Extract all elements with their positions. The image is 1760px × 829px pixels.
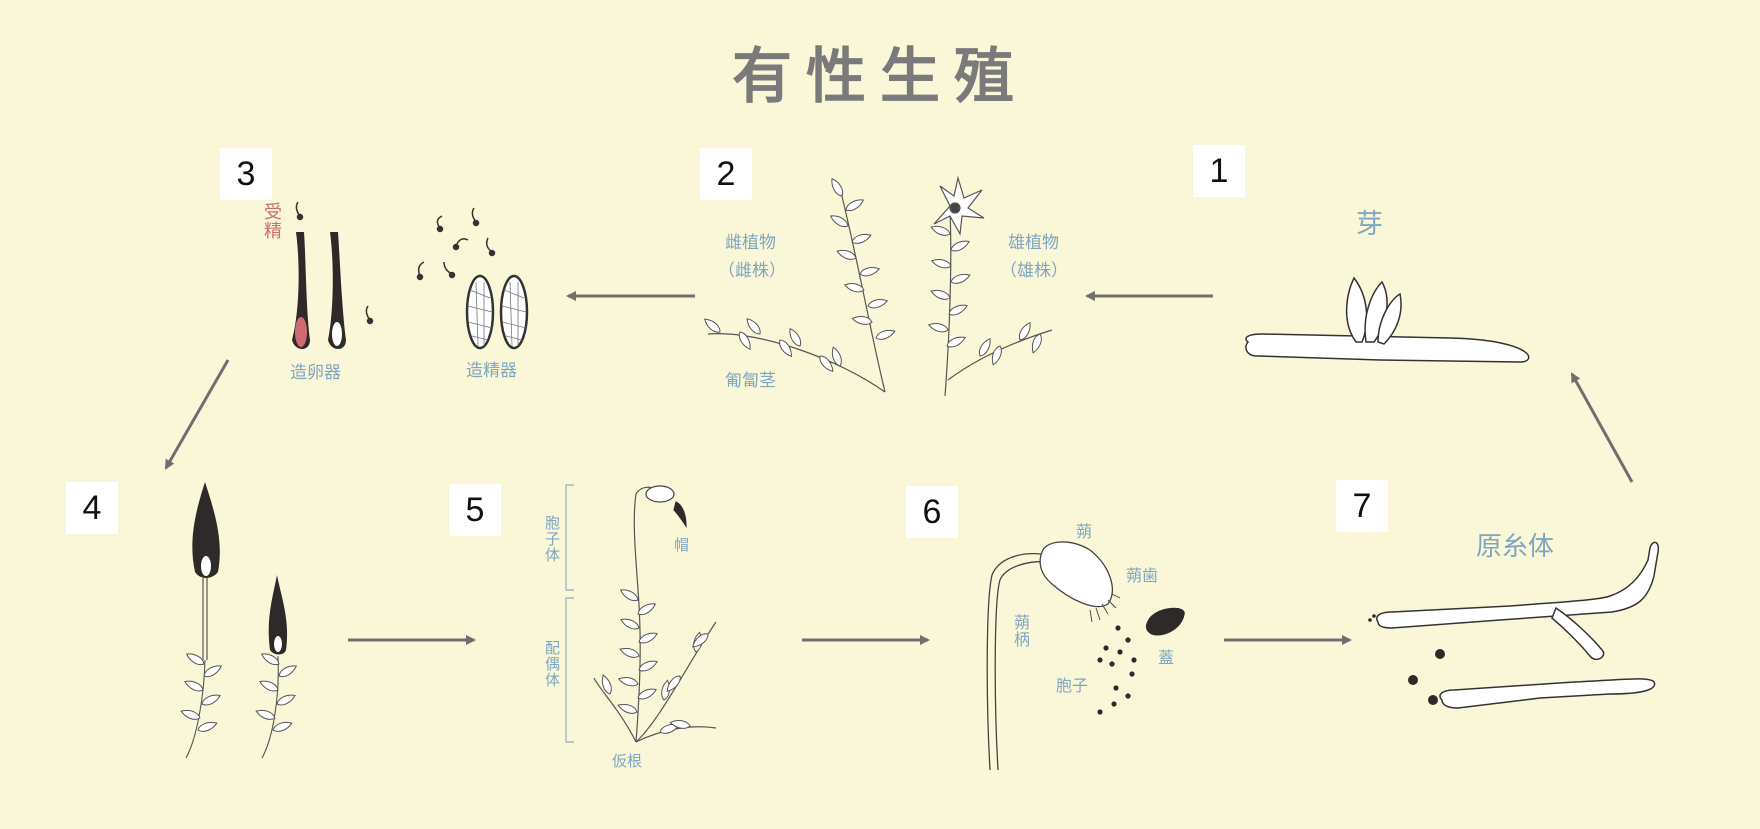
step-badge-7: 7 — [1336, 480, 1388, 532]
mature-moss-illustration — [565, 484, 717, 743]
label-seta: 蒴柄 — [1011, 614, 1030, 648]
step-badge-6: 6 — [906, 486, 958, 538]
female-plant-illustration — [701, 176, 897, 393]
label-gametophyte: 配偶体 — [543, 640, 561, 688]
antheridium-illustration — [465, 274, 529, 350]
label-fertilization: 受精 — [261, 202, 282, 240]
label-operculum: 蓋 — [1158, 648, 1175, 667]
step-badge-5: 5 — [449, 484, 501, 536]
label-calyptra: 帽 — [674, 536, 690, 554]
arrow-3-to-4 — [164, 359, 230, 470]
label-antheridium: 造精器 — [466, 361, 517, 381]
label-capsule: 蒴 — [1076, 522, 1093, 541]
germinating-spores-illustration — [1368, 614, 1445, 705]
label-male-plant: 雄植物 — [1008, 233, 1059, 253]
label-rhizoid: 仮根 — [612, 752, 643, 770]
label-protonema: 原糸体 — [1476, 532, 1555, 562]
label-sporophyte: 胞子体 — [543, 515, 561, 563]
step-badge-3: 3 — [220, 148, 272, 200]
arrow-7-to-1 — [1570, 372, 1634, 483]
archegonium-illustration — [292, 232, 346, 349]
spores-illustration — [1097, 625, 1137, 715]
diagram-title: 有性生殖 — [732, 42, 1028, 112]
capsule-illustration — [986, 541, 1185, 771]
step-badge-1: 1 — [1193, 145, 1245, 197]
label-bud: 芽 — [1356, 209, 1383, 240]
sperm-illustration — [295, 201, 496, 325]
step-badge-4: 4 — [66, 482, 118, 534]
step-badge-2: 2 — [700, 148, 752, 200]
label-stolon: 匍匐茎 — [725, 371, 776, 391]
label-female-plant: 雌植物 — [725, 233, 776, 253]
label-peristome: 蒴歯 — [1126, 566, 1159, 585]
label-archegonium: 造卵器 — [290, 363, 341, 383]
male-plant-illustration — [927, 175, 1053, 397]
label-spores: 胞子 — [1056, 676, 1089, 695]
bud-illustration — [1245, 276, 1530, 363]
label-female-plant-sub: （雌株） — [718, 261, 786, 281]
protonema-illustration — [1376, 541, 1660, 709]
young-sporophyte-illustration — [179, 482, 299, 759]
label-male-plant-sub: （雄株） — [1000, 261, 1068, 281]
